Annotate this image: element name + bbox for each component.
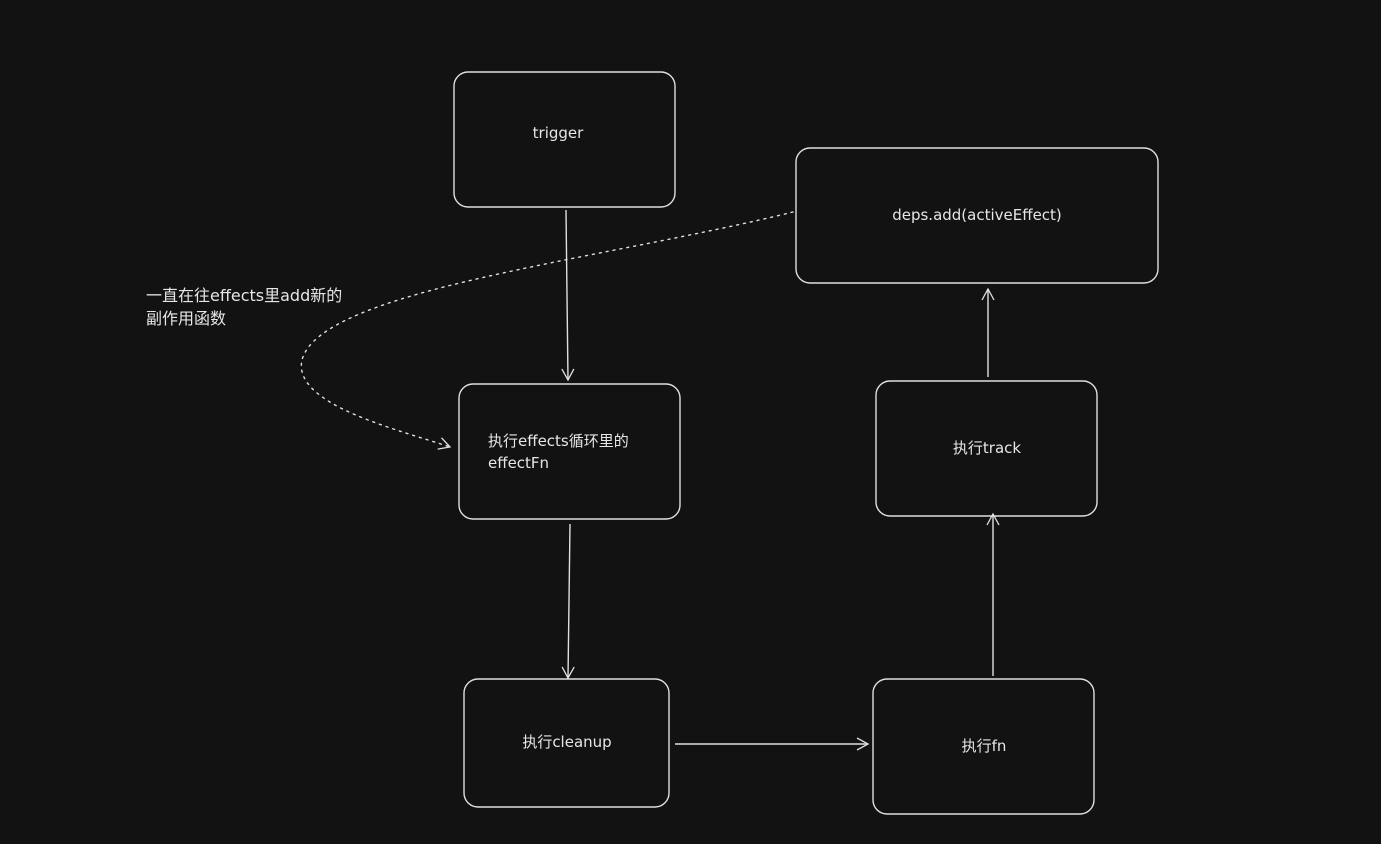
run-fn-label: 执行fn (961, 737, 1007, 755)
run-fn-box[interactable] (872, 678, 1095, 815)
deps-add-box[interactable] (795, 147, 1159, 284)
annotation-text: 一直在往effects里add新的 副作用函数 (146, 284, 342, 330)
annotation-line1: 一直在往effects里add新的 (146, 286, 343, 305)
run-effects-label-line1: 执行effects循环里的 (488, 432, 629, 450)
run-cleanup-label: 执行cleanup (522, 733, 612, 751)
run-track-label: 执行track (952, 439, 1022, 457)
annotation-line2: 副作用函数 (146, 309, 227, 328)
trigger-box[interactable] (453, 71, 676, 208)
arrow-trigger-to-effects (561, 209, 575, 382)
deps-add-label: deps.add(activeEffect) (892, 206, 1062, 224)
run-effects-label: 执行effects循环里的 effectFn (488, 430, 629, 474)
trigger-label: trigger (532, 124, 584, 142)
arrow-effects-to-cleanup (561, 523, 575, 680)
run-effects-box[interactable] (458, 383, 681, 520)
run-effects-label-line2: effectFn (488, 454, 550, 472)
dotted-arrow-deps-to-effects (300, 211, 794, 450)
